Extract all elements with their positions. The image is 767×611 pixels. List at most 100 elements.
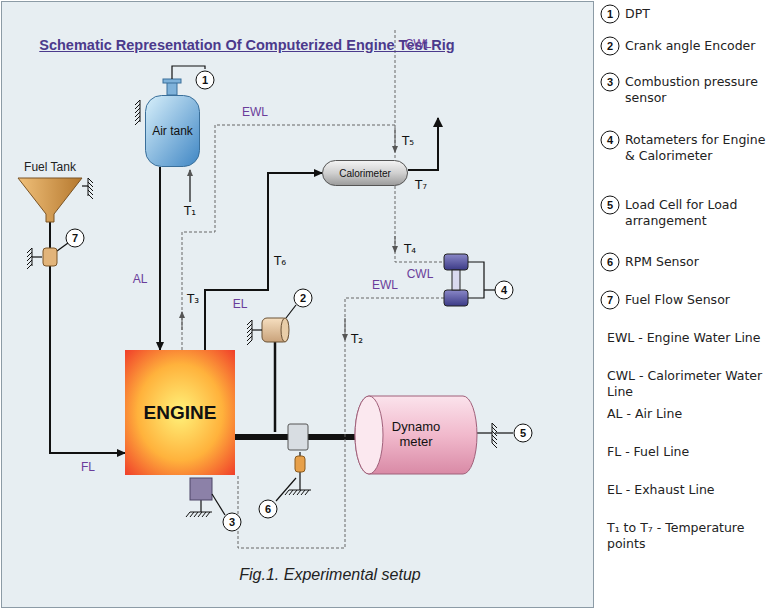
legend-text: FL - Fuel Line <box>607 444 763 460</box>
line-label: FL <box>81 461 95 474</box>
hatch-stroke <box>297 490 301 495</box>
ground-stub <box>82 185 88 186</box>
diagram-title: Schematic Representation Of Computerized… <box>39 37 454 53</box>
temperature-point: T₂ <box>351 333 363 346</box>
sensor-stem <box>200 500 201 512</box>
line-code: EWL <box>372 279 398 292</box>
fuel-flow-sensor <box>43 248 57 266</box>
rotameter-symbol <box>444 290 468 306</box>
air-tank: Air tank <box>145 95 200 167</box>
legend-text: EWL - Engine Water Line <box>607 330 763 346</box>
legend-text: Crank angle Encoder <box>625 38 767 54</box>
callout-number: 1 <box>196 71 215 90</box>
temperature-point: T₇ <box>415 179 427 192</box>
flow-line <box>205 173 322 350</box>
node-label: Fuel Tank <box>8 160 92 174</box>
overlay <box>43 248 308 450</box>
leader-line <box>212 494 225 515</box>
shaft-coupling <box>288 424 308 450</box>
callout-number: 6 <box>601 253 620 272</box>
leader-line <box>495 432 513 433</box>
legend-text: Rotameters for Engine & Calorimeter <box>625 132 767 165</box>
line-label: EL <box>233 298 248 311</box>
figure-caption: Fig.1. Experimental setup <box>239 566 420 584</box>
temperature-arrow <box>189 170 190 202</box>
ground-stub <box>477 432 492 433</box>
rotameter-symbol <box>444 254 468 270</box>
hatch-stroke <box>198 512 202 517</box>
node-label: Dynamo meter <box>381 420 451 450</box>
hatch-stroke <box>202 512 206 517</box>
callout-number: 2 <box>601 37 620 56</box>
ground-stub <box>32 256 42 257</box>
encoder-symbol <box>281 318 289 342</box>
callout-number: 5 <box>601 196 620 215</box>
legend-text: EL - Exhaust Line <box>607 482 763 498</box>
fuel-tank: Fuel Tank <box>18 160 82 222</box>
encoder-symbol <box>262 318 288 342</box>
hatch-stroke <box>289 490 293 495</box>
legend-text: AL - Air Line <box>607 406 763 422</box>
calorimeter-box: Calorimeter <box>322 160 408 186</box>
node-label: Calorimeter <box>339 168 391 179</box>
ground-stub <box>252 329 262 330</box>
flow-line <box>50 222 125 453</box>
hatch-stroke <box>190 512 194 517</box>
ground-line <box>140 100 141 122</box>
hatch-stroke <box>301 490 305 495</box>
tank-nozzle <box>163 79 181 83</box>
hatch-stroke <box>285 490 289 495</box>
hatch-stroke <box>247 340 252 345</box>
hatch-stroke <box>305 490 309 495</box>
node-label: ENGINE <box>144 402 217 424</box>
callout-number: 7 <box>601 291 620 310</box>
callout-number: 2 <box>294 289 313 308</box>
leader-line <box>484 289 495 290</box>
legend-text: Combustion pressure sensor <box>625 74 767 107</box>
encoder-shaft <box>274 342 277 432</box>
hatch-stroke <box>88 194 93 199</box>
engine-block: ENGINE <box>125 350 235 475</box>
flow-arrow <box>182 128 395 340</box>
callout-number: 6 <box>259 500 278 519</box>
temperature-point: T₃ <box>187 293 199 306</box>
hatch-stroke <box>135 120 140 125</box>
legend-text: Load Cell for Load arrangement <box>625 197 767 230</box>
callout-number: 3 <box>601 73 620 92</box>
line-code: EWL <box>242 106 268 119</box>
callout-number: 4 <box>495 281 514 300</box>
line-code: CWL <box>407 268 434 281</box>
callout-number: 7 <box>66 229 85 248</box>
flow-line <box>159 167 161 350</box>
line-code: CWL <box>405 38 432 51</box>
hatch-stroke <box>206 512 210 517</box>
rpm-sensor <box>295 456 305 472</box>
leader-line <box>468 262 484 298</box>
legend-text: CWL - Calorimeter Water Line <box>607 368 763 401</box>
leader-line <box>57 243 68 251</box>
leader-line <box>286 305 296 318</box>
hatch-stroke <box>27 264 32 269</box>
pressure-sensor <box>190 478 212 500</box>
temperature-point: T₄ <box>404 243 416 256</box>
temperature-point: T₅ <box>402 135 414 148</box>
ground-hatch <box>27 100 497 517</box>
callout-number: 3 <box>223 513 242 532</box>
hatch-stroke <box>194 512 198 517</box>
hatch-stroke <box>186 512 190 517</box>
callout-number: 5 <box>514 424 533 443</box>
hatch-stroke <box>492 443 497 448</box>
callout-number: 4 <box>601 131 620 150</box>
line-label: AL <box>133 273 148 286</box>
dynamometer: Dynamo meter <box>355 395 477 475</box>
rotameter-symbol <box>452 270 460 290</box>
callout-number: 1 <box>601 5 620 24</box>
temperature-point: T₆ <box>274 255 286 268</box>
hatch-stroke <box>293 490 297 495</box>
legend-text: Fuel Flow Sensor <box>625 292 767 308</box>
legend-text: RPM Sensor <box>625 254 767 270</box>
tank-nozzle <box>167 82 177 95</box>
temperature-point: T₁ <box>184 205 196 218</box>
legend-text: T₁ to T₇ - Temperature points <box>607 520 763 553</box>
legend-text: DPT <box>625 6 767 22</box>
